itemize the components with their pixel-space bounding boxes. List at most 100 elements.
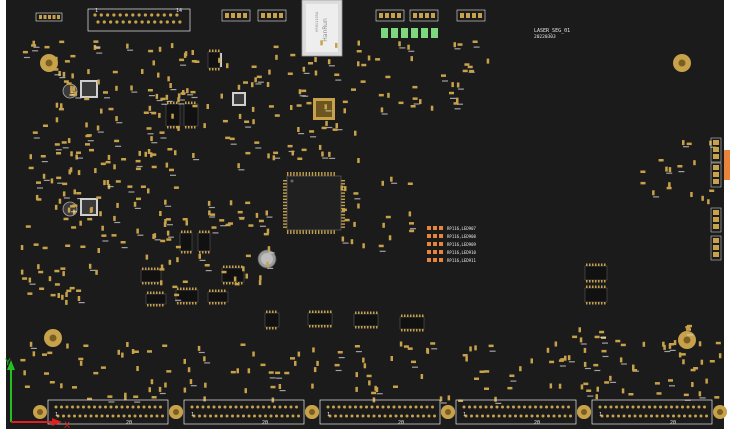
- header-outline: [710, 137, 722, 163]
- connector-pin: [681, 405, 684, 409]
- connector-pin: [162, 13, 166, 17]
- smd-part: [47, 351, 53, 355]
- smd-part: [309, 130, 315, 133]
- smd-part: [259, 275, 262, 281]
- chip-pin: [370, 326, 372, 329]
- smd-part: [312, 347, 315, 353]
- smd-part: [50, 178, 54, 184]
- header-pin: [713, 179, 719, 184]
- smd-part: [245, 151, 251, 155]
- chip-pin: [190, 230, 192, 233]
- smd-part: [248, 224, 254, 227]
- chip-pin: [162, 291, 164, 294]
- smd-part: [268, 69, 271, 75]
- smd-part: [558, 359, 564, 362]
- connector-pin: [514, 414, 517, 418]
- chip-pin: [159, 304, 161, 307]
- silk-mark: [257, 81, 264, 83]
- chip-pin: [232, 282, 234, 285]
- smd-part: [275, 54, 278, 60]
- connector-pin: [378, 414, 381, 418]
- connector-pin: [387, 405, 390, 409]
- smd-part: [320, 40, 323, 46]
- chip-pin: [321, 325, 323, 328]
- silk-mark: [678, 171, 685, 173]
- connector-pin: [683, 414, 686, 418]
- connector-pin: [234, 405, 238, 409]
- smd-part: [715, 341, 721, 345]
- smd-part: [171, 113, 174, 119]
- header-pin: [243, 13, 247, 18]
- chip-pin: [186, 287, 188, 290]
- silk-mark: [154, 239, 161, 241]
- smd-part: [72, 386, 77, 389]
- chip-pin: [367, 311, 369, 314]
- smd-part: [291, 150, 294, 156]
- silk-mark: [187, 94, 194, 96]
- smd-part: [133, 350, 139, 353]
- smd-part: [683, 393, 689, 397]
- chip-pin: [150, 291, 152, 294]
- top-headers: [221, 9, 486, 22]
- silk-mark: [71, 211, 78, 213]
- smd-part: [203, 356, 206, 362]
- bottom-1-pin1: 1: [55, 412, 58, 418]
- smd-part: [709, 360, 715, 363]
- chip-pin: [156, 304, 158, 307]
- silk-mark: [78, 302, 85, 304]
- header-pin: [261, 13, 265, 18]
- smd-part: [324, 104, 327, 110]
- connector-pin: [98, 405, 102, 409]
- chip-pin: [272, 327, 274, 330]
- smd-part: [239, 217, 245, 220]
- silk-mark: [338, 357, 345, 359]
- chip-pin: [208, 251, 210, 254]
- chip-pin: [235, 265, 237, 268]
- chip-pin: [410, 329, 412, 332]
- smd-part: [662, 341, 665, 347]
- connector-pin: [134, 20, 138, 24]
- smd-part: [24, 385, 30, 388]
- connector-pin: [389, 414, 392, 418]
- silk-mark: [568, 361, 575, 363]
- connector-pin: [479, 405, 482, 409]
- smd-part: [189, 379, 193, 385]
- silk-mark: [245, 126, 252, 128]
- smd-part: [673, 340, 677, 346]
- silk-mark: [594, 369, 601, 372]
- connector-pin: [484, 405, 488, 409]
- smd-part: [507, 386, 513, 390]
- smd-part: [182, 90, 185, 95]
- connector-pin: [201, 405, 205, 409]
- smd-part: [615, 339, 621, 343]
- smd-part: [88, 263, 92, 269]
- bottom-3-pin1: 1: [327, 412, 330, 418]
- silk-mark: [495, 402, 502, 404]
- smd-part: [194, 60, 200, 63]
- smd-part: [228, 222, 233, 225]
- smd-part: [341, 236, 345, 242]
- connector-pin: [153, 20, 157, 24]
- mcu-pin: [283, 180, 287, 182]
- smd-part: [20, 358, 26, 362]
- smd-part: [362, 357, 365, 363]
- chip-pin: [226, 282, 228, 285]
- connector-pin: [143, 13, 147, 17]
- silk-mark: [166, 100, 173, 102]
- smd-part: [191, 60, 197, 63]
- chip-pin: [205, 251, 207, 254]
- smd-part: [191, 50, 194, 55]
- connector-pin: [207, 405, 210, 409]
- silk-mark: [399, 47, 406, 49]
- smd-part: [111, 234, 117, 237]
- header-pin: [237, 13, 241, 18]
- smd-part: [484, 387, 489, 390]
- smd-part: [390, 356, 393, 361]
- silk-mark: [87, 140, 94, 142]
- smd-part: [106, 180, 110, 185]
- smd-part: [117, 349, 120, 355]
- chip-pin: [601, 302, 603, 305]
- smd-part: [179, 58, 185, 62]
